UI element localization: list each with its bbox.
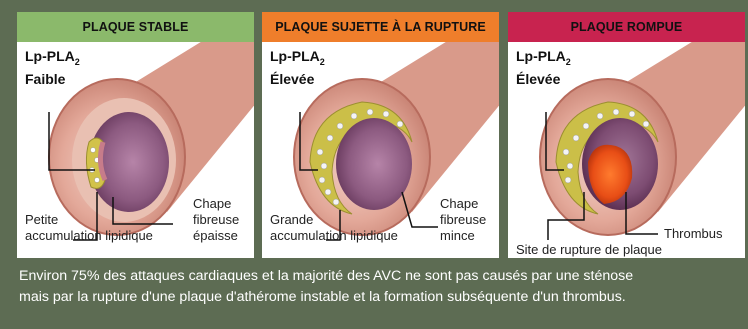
panel-header-stable: PLAQUE STABLE <box>17 12 254 42</box>
panel-header-prone: PLAQUE SUJETTE À LA RUPTURE <box>262 12 499 42</box>
label-thrombus: Thrombus <box>664 226 723 242</box>
panel-ruptured-plaque: PLAQUE ROMPUE <box>508 12 745 258</box>
panel-header-ruptured: PLAQUE ROMPUE <box>508 12 745 42</box>
artery-lumen <box>336 118 412 210</box>
label-rupture-site: Site de rupture de plaque <box>516 242 662 258</box>
panel-rupture-prone-plaque: PLAQUE SUJETTE À LA RUPTURE <box>262 12 499 258</box>
panel-stable-plaque: PLAQUE STABLE <box>17 12 254 258</box>
caption-text: Environ 75% des attaques cardiaques et l… <box>19 266 744 308</box>
